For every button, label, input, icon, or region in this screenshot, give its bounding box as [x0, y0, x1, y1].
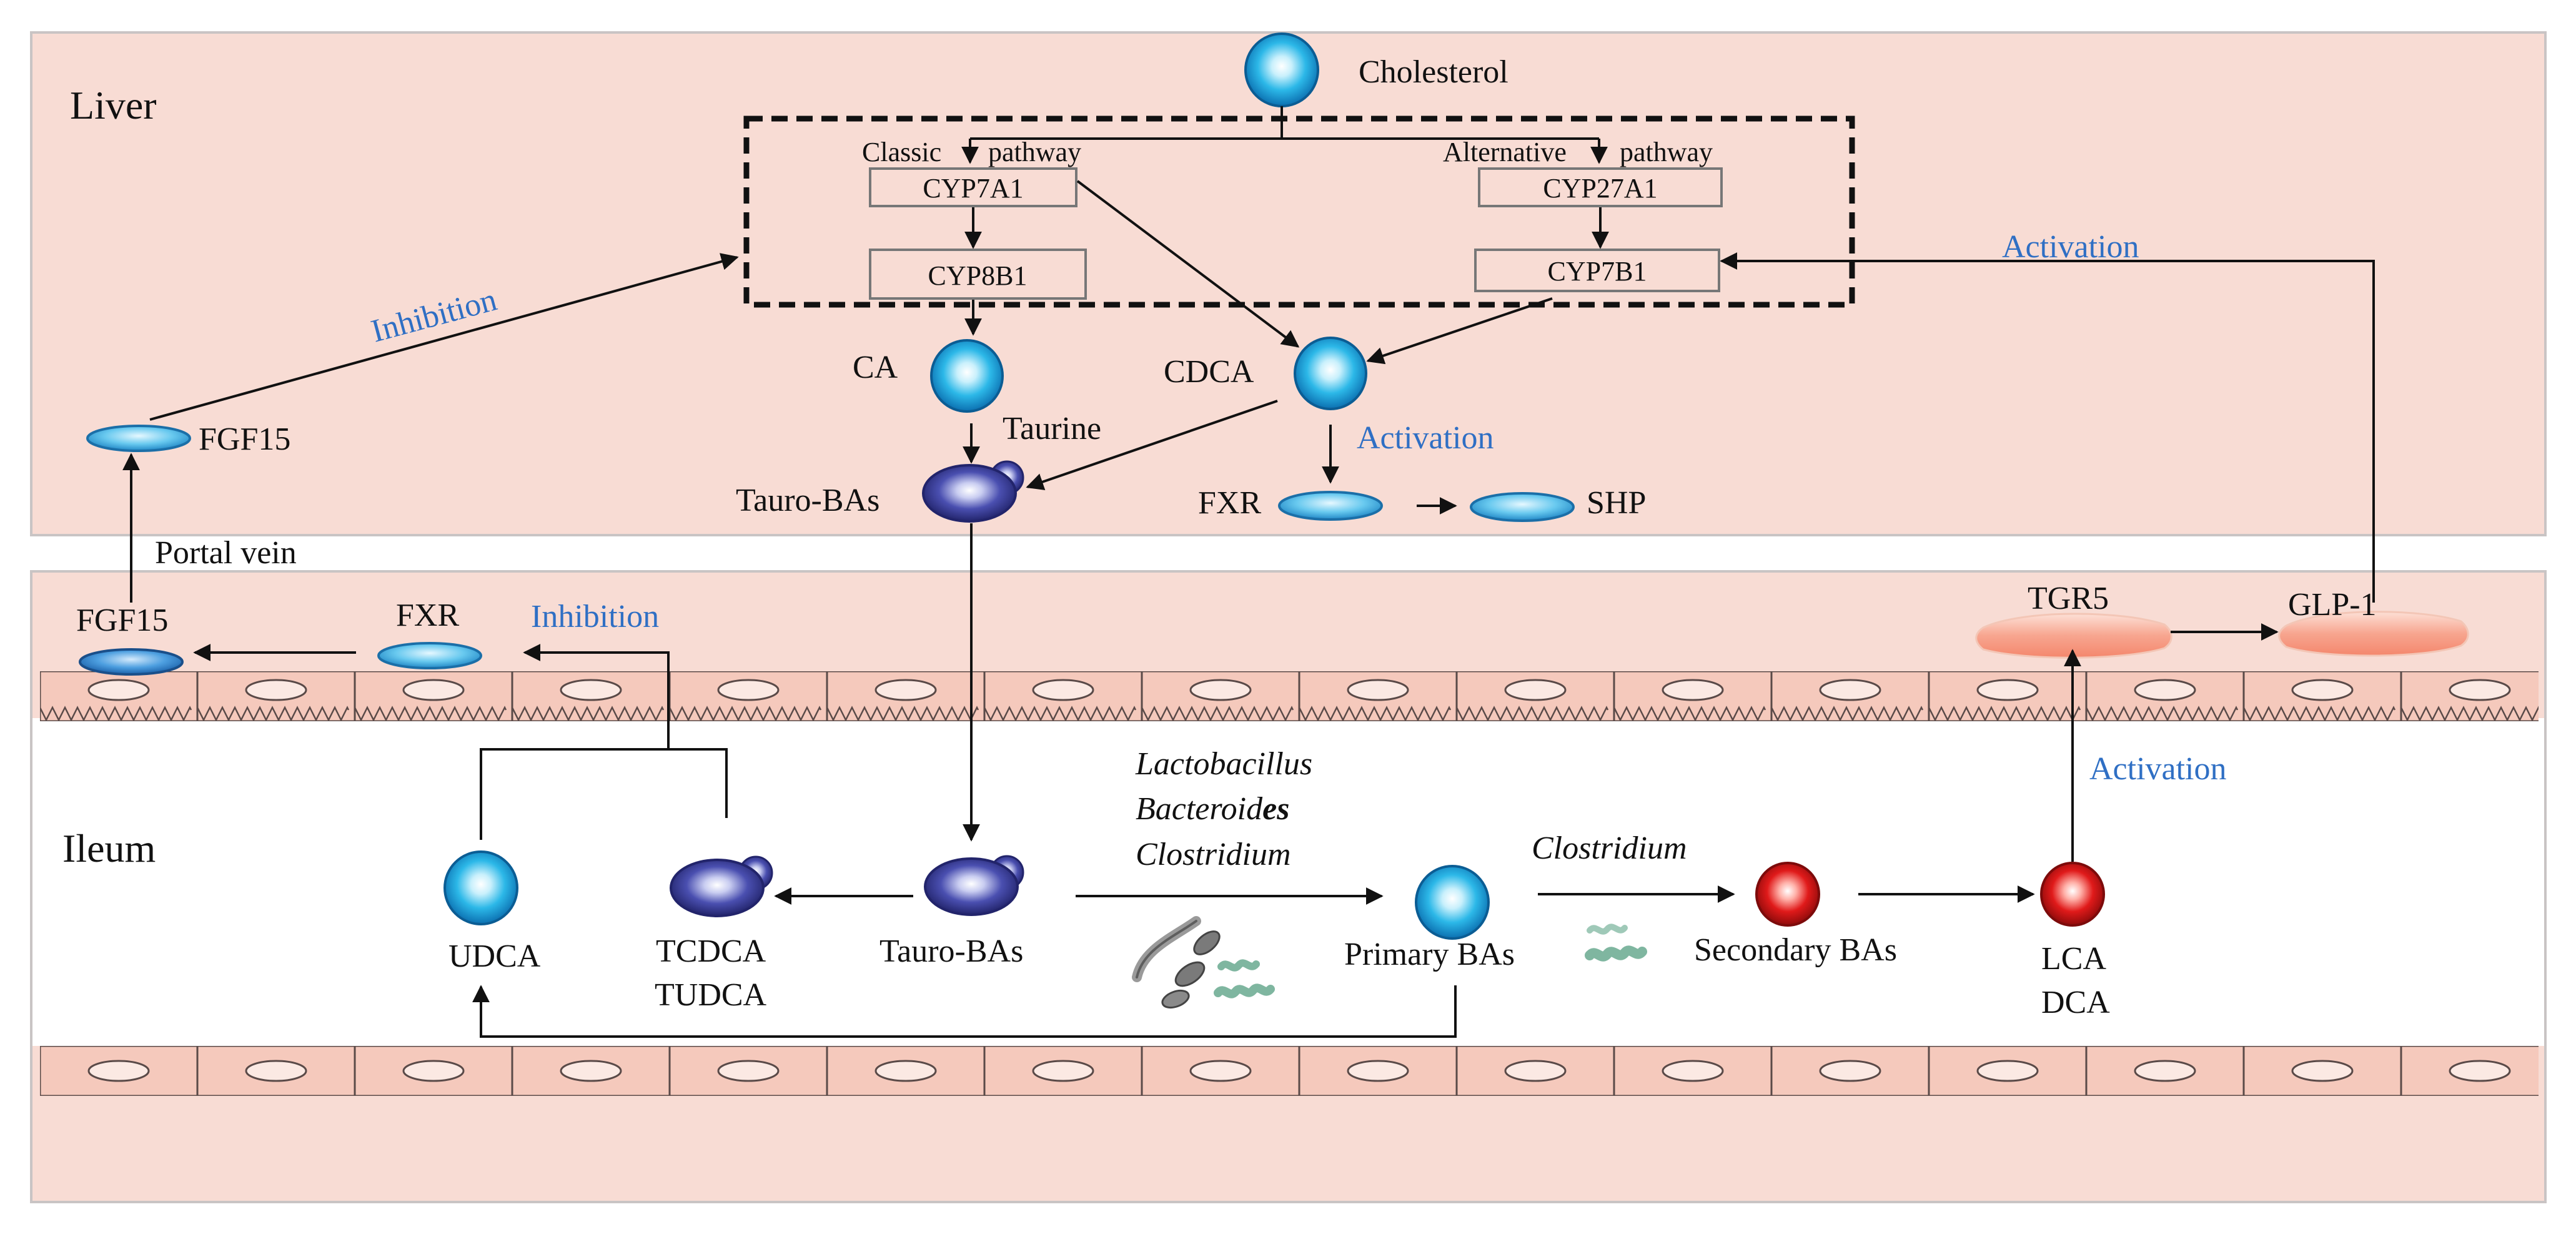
- cdca-label: CDCA: [1164, 354, 1254, 390]
- bacteria-label-3: Clostridium: [1136, 837, 1291, 872]
- alternative-label-2: pathway: [1620, 137, 1713, 167]
- udca-connector: [480, 748, 668, 840]
- bacteria-group-icon: [1132, 916, 1275, 1009]
- classic-label-1: Classic: [862, 137, 941, 167]
- activation-tgr5-label: Activation: [2089, 751, 2227, 787]
- tcdca-ball: [670, 859, 765, 917]
- tgr5-label: TGR5: [2028, 581, 2109, 616]
- tauro-bas-liver-label: Tauro-BAs: [736, 483, 879, 518]
- shp-ellipse: [1470, 492, 1575, 522]
- liver-region: [30, 31, 2547, 536]
- secondary-bas-ball: [1755, 862, 1820, 927]
- fxr-ileum-label: FXR: [396, 598, 459, 633]
- cyp8b1-label: CYP8B1: [928, 260, 1028, 291]
- cyp8b1-box: [869, 249, 1087, 300]
- fgf15-ileum-ellipse: [79, 648, 184, 676]
- cyp7b1-label: CYP7B1: [1548, 256, 1647, 287]
- tcdca-label: TCDCA: [656, 934, 766, 969]
- arrow-cyp7a1-cdca: [1076, 180, 1300, 348]
- primary-bas-label: Primary BAs: [1344, 937, 1515, 972]
- primary-bas-ball: [1415, 865, 1490, 940]
- fxr-ileum-ellipse: [377, 642, 482, 669]
- activation-fxr-label: Activation: [1357, 420, 1494, 456]
- cyp27a1-label: CYP27A1: [1543, 173, 1657, 204]
- cholesterol-label: Cholesterol: [1359, 54, 1508, 90]
- activation-glp1-label: Activation: [2002, 229, 2139, 265]
- ca-label: CA: [853, 350, 898, 385]
- fgf15-ileum-label: FGF15: [76, 603, 168, 638]
- tudca-label: TUDCA: [655, 977, 767, 1013]
- glp1-label: GLP-1: [2288, 587, 2377, 623]
- glp1-receptor: [2278, 611, 2469, 657]
- tauro-bas-liver-ball: [922, 464, 1017, 523]
- fgf15-liver-ellipse: [86, 425, 191, 452]
- portal-vein-label: Portal vein: [155, 535, 297, 571]
- ileum-label: Ileum: [62, 826, 156, 870]
- cyp27a1-box: [1478, 167, 1723, 207]
- arrow-cyp7b1-cdca: [1366, 297, 1553, 365]
- cyp7b1-box: [1474, 249, 1720, 292]
- bacteria-label-1: Lactobacillus: [1135, 746, 1312, 782]
- cyp7a1-box: [869, 167, 1077, 207]
- epithelium-lower: [40, 1046, 2539, 1096]
- lca-label: LCA: [2041, 941, 2106, 977]
- fxr-liver-ellipse: [1278, 491, 1383, 521]
- glp1-activation-line: [1720, 252, 2375, 603]
- bacteria-small-icon: [1585, 924, 1647, 962]
- udca-label: UDCA: [448, 939, 541, 974]
- classic-label-2: pathway: [988, 137, 1081, 167]
- inhibition-ileum-label: Inhibition: [531, 599, 659, 634]
- primary-to-udca-line: [472, 985, 1457, 1038]
- arrow-cdca-taurobas: [1026, 400, 1278, 491]
- secondary-bas-label: Secondary BAs: [1694, 932, 1897, 968]
- cdca-ball: [1294, 337, 1367, 410]
- ca-ball: [930, 339, 1004, 413]
- bacteria-label-4: Clostridium: [1532, 830, 1687, 866]
- cholesterol-ball: [1244, 32, 1319, 107]
- inhibition-ileum-arrow: [523, 644, 670, 749]
- tcdca-connector: [668, 748, 728, 818]
- shp-label: SHP: [1587, 485, 1646, 521]
- taurine-label: Taurine: [1003, 411, 1101, 446]
- tauro-bas-ileum-label: Tauro-BAs: [879, 934, 1023, 969]
- tauro-bas-ileum-ball: [924, 857, 1019, 916]
- epithelium-upper: [40, 671, 2539, 721]
- cyp7a1-label: CYP7A1: [923, 173, 1023, 204]
- alternative-label-1: Alternative: [1443, 137, 1567, 167]
- udca-ball: [443, 850, 518, 925]
- tgr5-receptor: [1975, 613, 2172, 659]
- dca-label: DCA: [2041, 985, 2110, 1020]
- fxr-liver-label: FXR: [1198, 485, 1261, 521]
- liver-label: Liver: [70, 83, 157, 127]
- arrow-fgf15-inhibition: [149, 253, 739, 421]
- fgf15-liver-label: FGF15: [199, 421, 290, 457]
- synthesis-box: [743, 116, 1855, 308]
- lca-dca-ball: [2040, 862, 2105, 927]
- bacteria-label-2: Bacteroides: [1136, 791, 1289, 827]
